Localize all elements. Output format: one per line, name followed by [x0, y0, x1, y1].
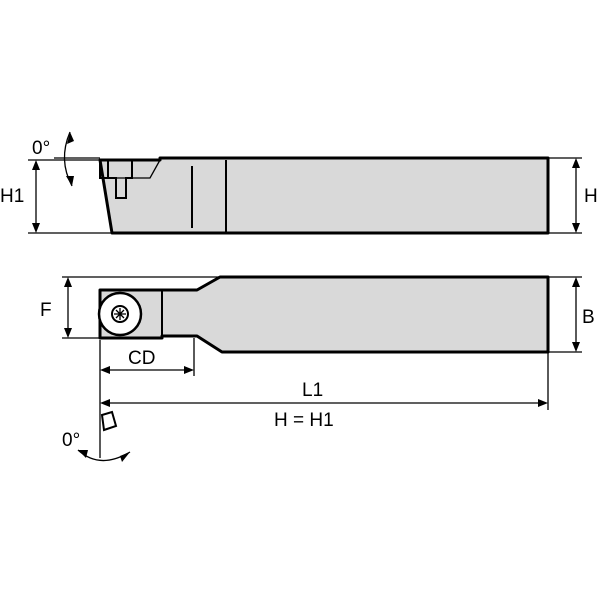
top-view-body: [98, 275, 550, 354]
b-label: B: [582, 307, 595, 328]
h-equals-h1-label: H = H1: [274, 410, 334, 431]
side-view: [98, 156, 550, 235]
top-view-dimensions: [62, 276, 582, 462]
angle-label-side: 0°: [32, 138, 50, 159]
l1-label: L1: [302, 380, 323, 401]
side-view-body: [98, 156, 550, 235]
bottom-insert-icon: [100, 410, 118, 432]
f-label: F: [40, 300, 52, 321]
h-label-side: H: [584, 186, 598, 207]
screw-torx-icon: [114, 308, 126, 320]
side-view-dimensions: [28, 131, 582, 234]
h1-label-side: H1: [0, 186, 24, 207]
angle-label-bottom: 0°: [62, 430, 80, 451]
cd-label: CD: [128, 348, 155, 369]
insert-seat-line: [100, 159, 161, 179]
top-view: [97, 275, 550, 354]
